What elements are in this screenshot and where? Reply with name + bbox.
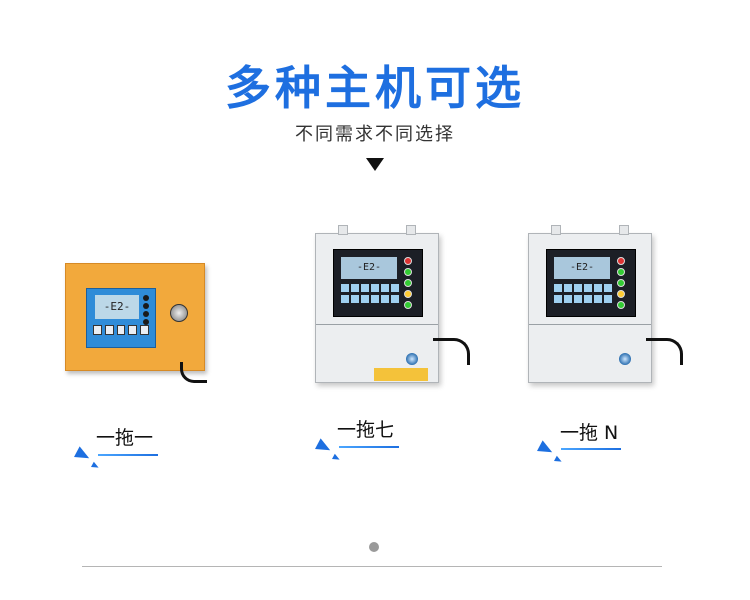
lock-knob-icon — [406, 353, 418, 365]
power-cable — [433, 338, 470, 365]
control-screen: -E2- — [333, 249, 423, 317]
keypad — [341, 284, 399, 304]
blue-triangle-icon — [91, 461, 100, 471]
control-screen: -E2- — [546, 249, 636, 317]
panel-divider — [316, 324, 438, 325]
pagination-dot-icon[interactable] — [369, 542, 379, 552]
status-leds — [143, 295, 151, 325]
panel-divider — [529, 324, 651, 325]
keypad — [93, 325, 149, 339]
product-one-to-one-image: -E2- — [65, 263, 205, 371]
lcd-display: -E2- — [554, 257, 610, 279]
blue-triangle-icon — [332, 453, 341, 463]
caption-underline — [561, 448, 621, 450]
blue-triangle-icon — [74, 446, 92, 464]
power-cable — [180, 362, 207, 383]
product-one-to-n-image: -E2- — [528, 225, 683, 383]
lock-knob-icon — [619, 353, 631, 365]
status-leds — [404, 257, 416, 309]
mounting-tab — [619, 225, 629, 235]
product-caption: 一拖七 — [337, 419, 395, 441]
page-title: 多种主机可选 — [225, 61, 525, 115]
blue-triangle-icon — [315, 438, 333, 456]
lcd-display: -E2- — [341, 257, 397, 279]
product-one-to-seven-image: -E2- — [315, 225, 470, 383]
product-caption: 一拖 N — [560, 422, 619, 444]
key-lock-icon — [170, 304, 188, 322]
lcd-display: -E2- — [95, 295, 139, 319]
page-subtitle: 不同需求不同选择 — [295, 124, 455, 145]
down-arrow-icon — [366, 158, 384, 171]
status-leds — [617, 257, 629, 309]
product-caption: 一拖一 — [96, 427, 154, 449]
label-sticker — [374, 368, 428, 381]
mounting-tab — [406, 225, 416, 235]
mounting-tab — [338, 225, 348, 235]
caption-underline — [339, 446, 399, 448]
keypad — [554, 284, 612, 304]
blue-triangle-icon — [554, 455, 563, 465]
power-cable — [646, 338, 683, 365]
footer-divider — [82, 566, 662, 567]
blue-triangle-icon — [537, 440, 555, 458]
caption-underline — [98, 454, 158, 456]
control-panel: -E2- — [86, 288, 156, 348]
mounting-tab — [551, 225, 561, 235]
